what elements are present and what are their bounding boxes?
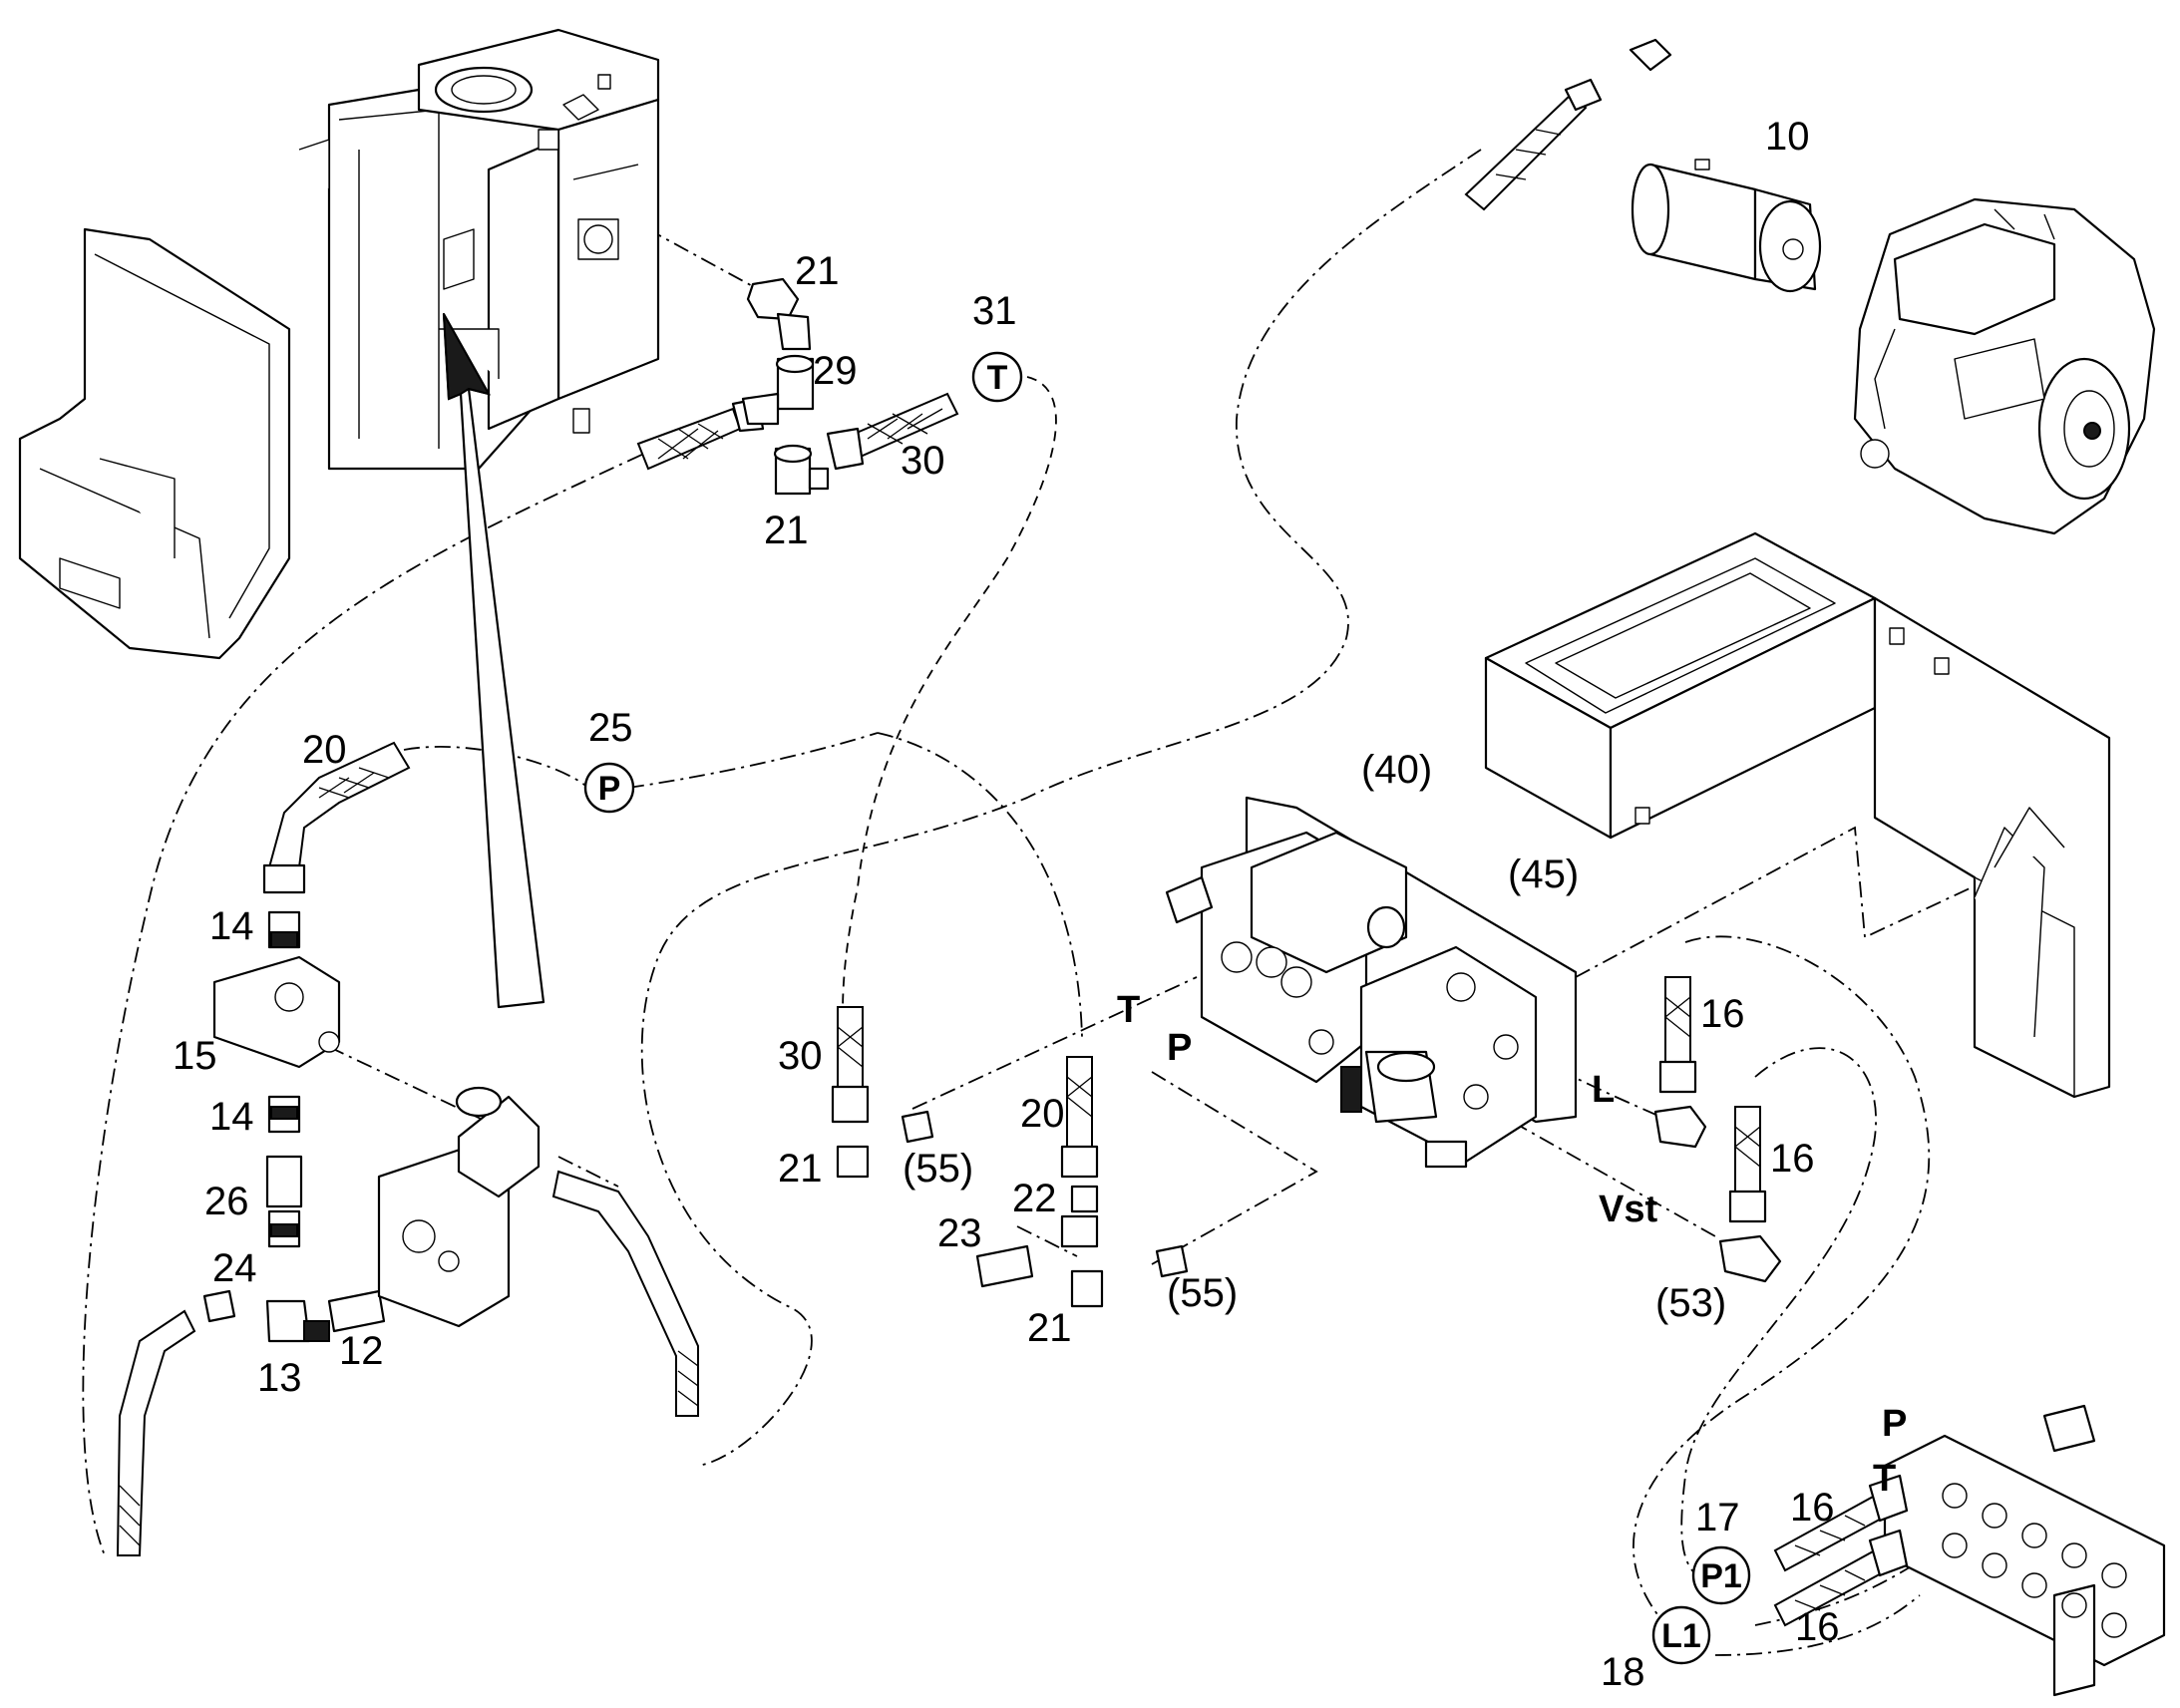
tank-assembly — [18, 28, 765, 1009]
callout-16-lower-a: 16 — [1790, 1486, 1835, 1530]
frame-bracket — [1484, 531, 2111, 1099]
callout-40: (40) — [1361, 748, 1432, 792]
left-fittings — [116, 741, 699, 1556]
connector-T-label: T — [987, 359, 1008, 397]
port-L-block: L — [1592, 1069, 1615, 1111]
callout-22: 22 — [1012, 1177, 1057, 1220]
callout-17: 17 — [1695, 1496, 1740, 1539]
right-fittings — [1653, 976, 2166, 1697]
port-P-block: P — [1167, 1027, 1192, 1069]
port-Vst-block: Vst — [1599, 1189, 1657, 1230]
callout-24: 24 — [212, 1246, 257, 1290]
callout-55-lower: (55) — [1167, 1271, 1238, 1315]
callout-21-center-left: 21 — [778, 1147, 823, 1191]
valve-block — [1165, 796, 1578, 1169]
callout-10: 10 — [1765, 115, 1810, 159]
connector-P1: P1 — [1691, 1545, 1751, 1605]
callout-16-upper: 16 — [1700, 992, 1745, 1036]
center-fittings — [831, 1006, 1189, 1308]
callout-29: 29 — [813, 349, 858, 393]
connector-T: T — [971, 351, 1023, 403]
callout-14-lower: 14 — [209, 1095, 254, 1139]
callout-23: 23 — [937, 1211, 982, 1255]
callout-12: 12 — [339, 1329, 384, 1373]
callout-21-top: 21 — [795, 249, 840, 293]
port-T-manifold: T — [1873, 1458, 1896, 1500]
callout-20-left: 20 — [302, 728, 347, 772]
motor-and-pump — [1464, 38, 2156, 535]
connector-P-label: P — [598, 770, 621, 808]
callout-53: (53) — [1655, 1281, 1726, 1325]
reference-lines — [82, 149, 2015, 1656]
callout-20-center: 20 — [1020, 1092, 1065, 1136]
callout-55-upper: (55) — [903, 1147, 973, 1191]
port-labels: T P L Vst P T — [1117, 989, 1907, 1500]
callout-45: (45) — [1508, 853, 1579, 896]
port-T-block: T — [1117, 989, 1140, 1031]
connector-L1-label: L1 — [1661, 1617, 1701, 1655]
callout-16-lower-b: 16 — [1795, 1605, 1840, 1649]
callout-18: 18 — [1601, 1650, 1645, 1694]
callout-30-center: 30 — [778, 1034, 823, 1078]
callout-13: 13 — [257, 1356, 302, 1400]
callout-15: 15 — [173, 1034, 217, 1078]
callout-30-top: 30 — [901, 439, 945, 483]
fittings-top-cluster — [741, 277, 959, 496]
callout-21-center-right: 21 — [1027, 1306, 1072, 1350]
callout-25: 25 — [588, 706, 633, 750]
connector-L1: L1 — [1651, 1605, 1711, 1665]
callout-14-upper: 14 — [209, 904, 254, 948]
callout-26: 26 — [204, 1180, 249, 1223]
callout-31: 31 — [972, 289, 1017, 333]
port-P-manifold: P — [1882, 1403, 1907, 1445]
callout-21-mid: 21 — [764, 509, 809, 552]
callouts: 10 21 29 31 30 21 25 20 14 15 14 26 24 1… — [173, 115, 1840, 1694]
connector-P1-label: P1 — [1700, 1557, 1742, 1595]
callout-16-middle: 16 — [1770, 1137, 1815, 1181]
connector-P: P — [583, 762, 635, 814]
